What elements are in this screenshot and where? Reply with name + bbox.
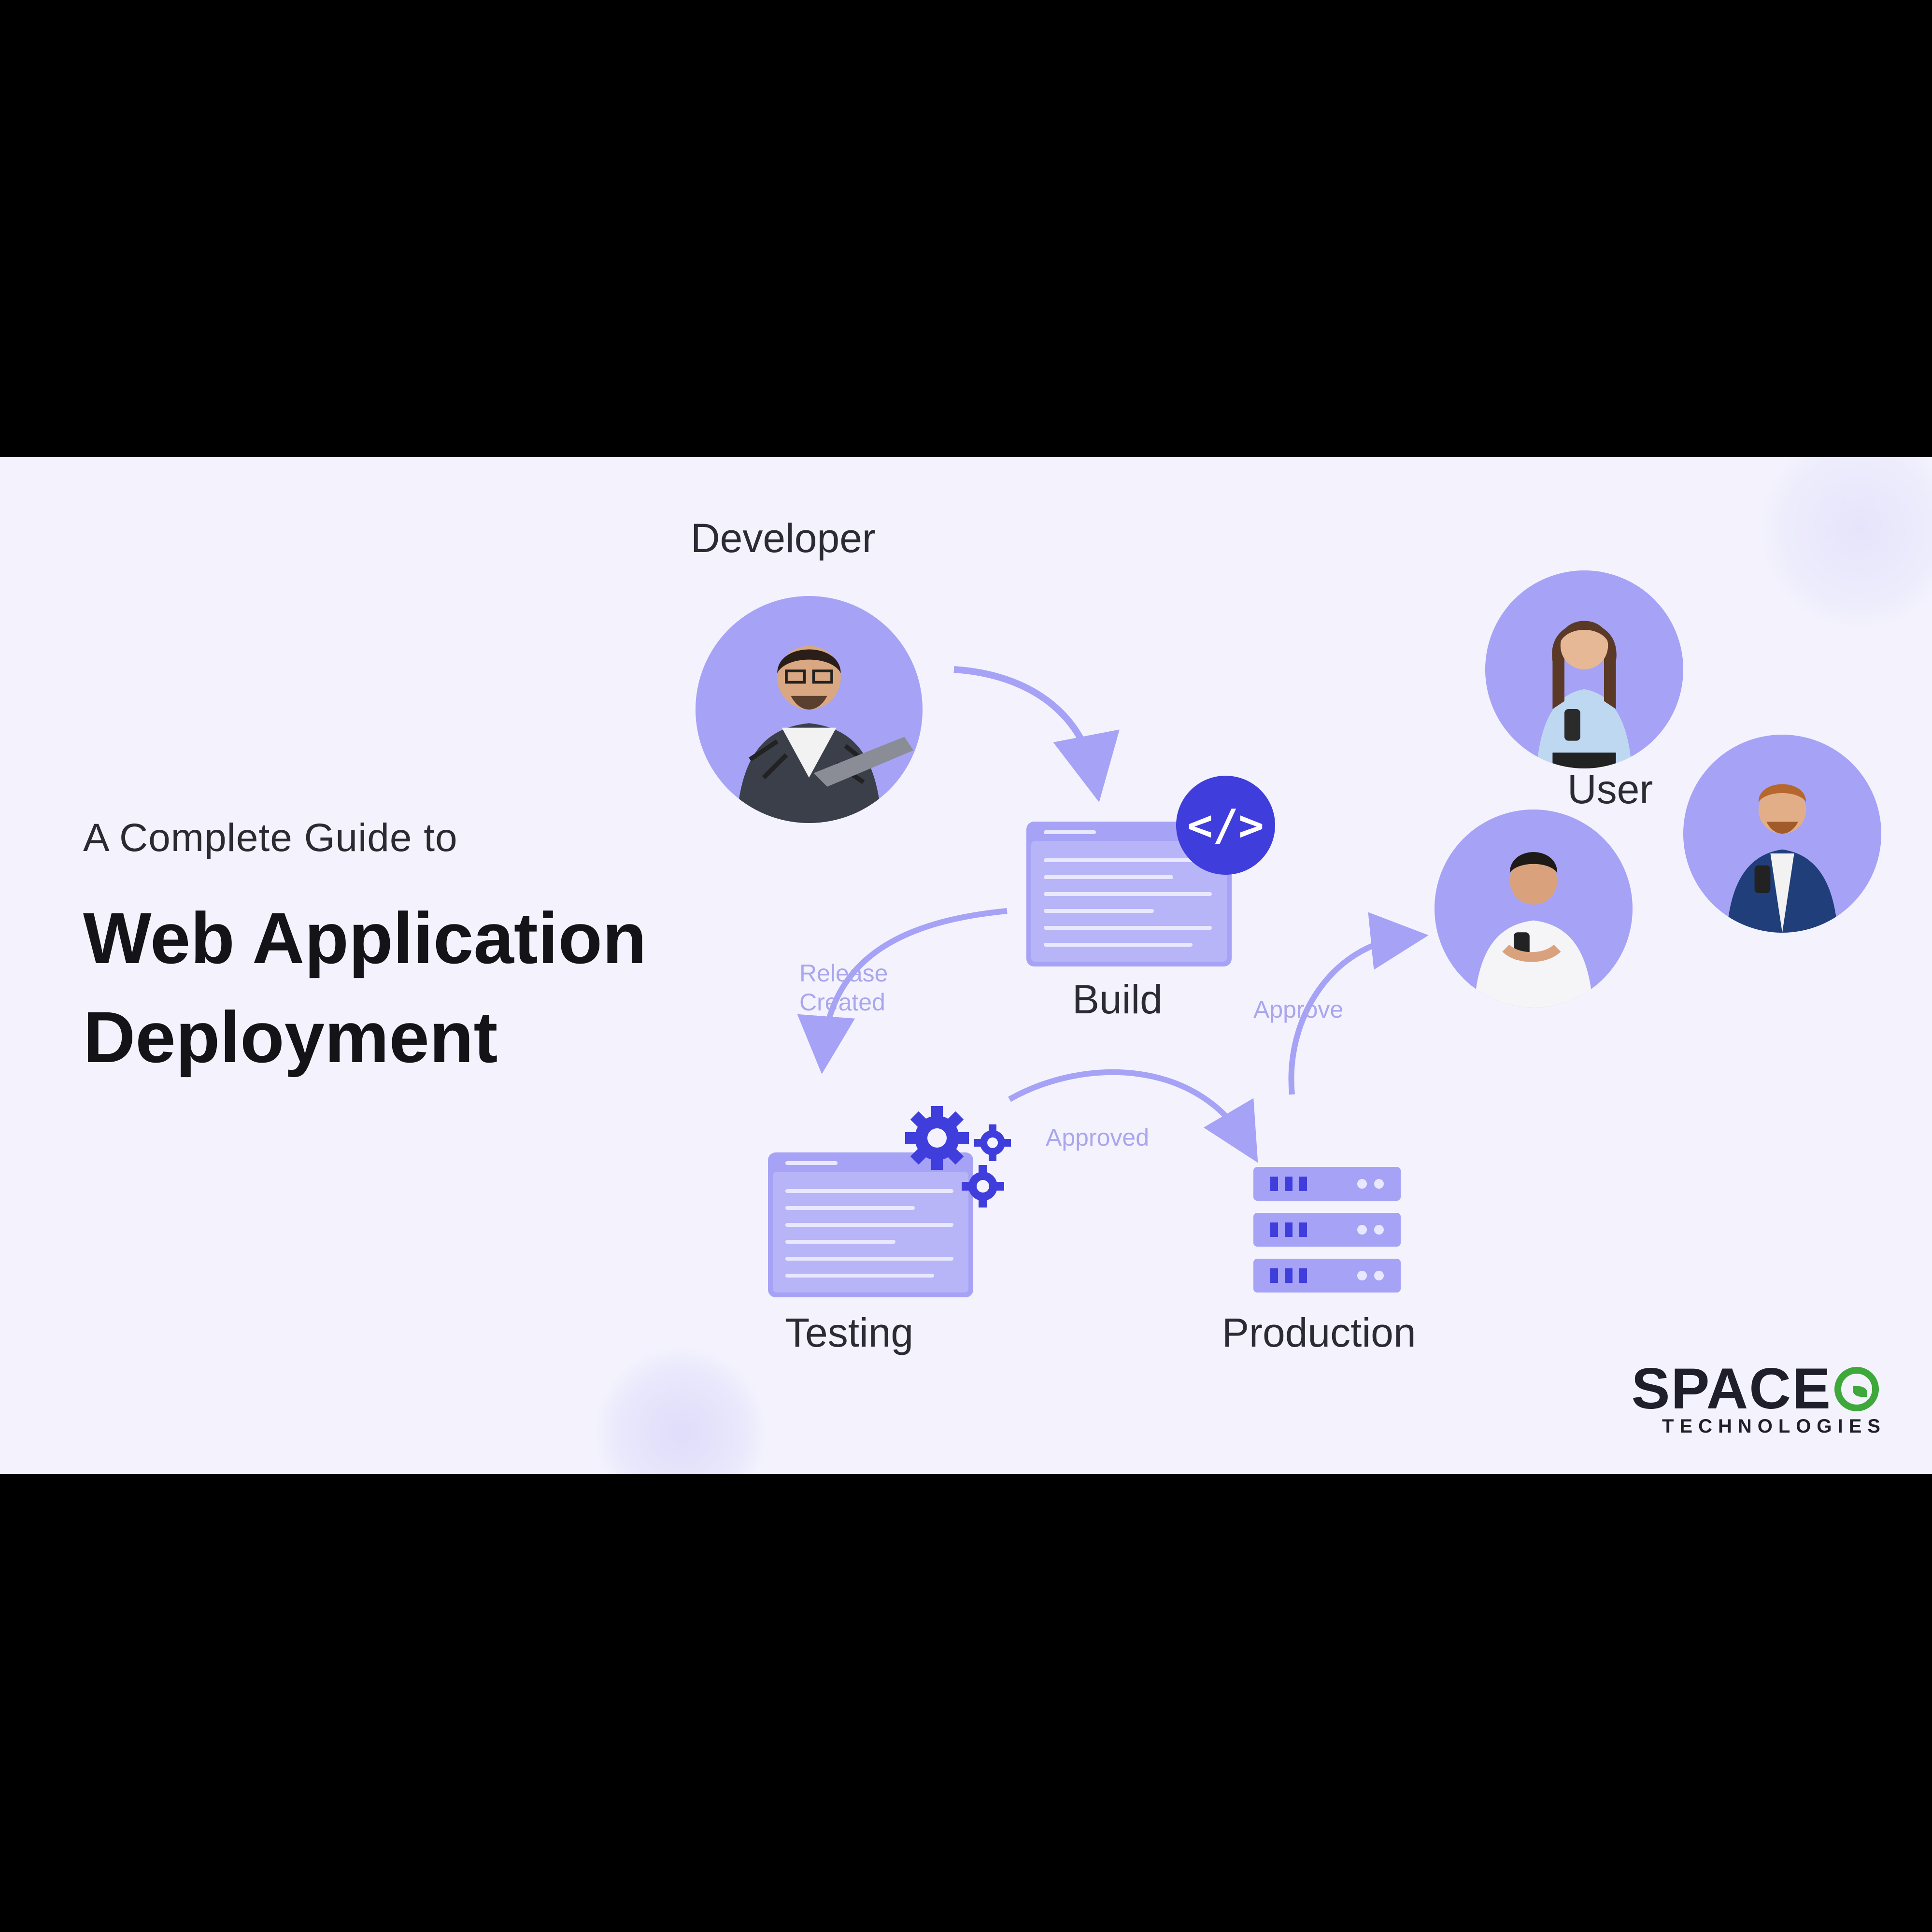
arrow-production-to-user — [1288, 912, 1429, 1095]
arrow-label-release: Release — [799, 960, 888, 987]
user-avatar-man-white-shirt — [1435, 810, 1633, 1008]
gears-icon — [903, 1104, 1019, 1220]
arrow-label-created: Created — [799, 989, 885, 1016]
developer-avatar — [696, 596, 923, 823]
diagram-banner: A Complete Guide to Web Application Depl… — [0, 457, 1932, 1474]
node-label-build: Build — [1072, 977, 1163, 1022]
arrow-label-approved: Approved — [1046, 1124, 1150, 1151]
testing-window-icon — [768, 1152, 973, 1297]
subtitle: A Complete Guide to — [83, 816, 458, 860]
user-avatar-man-blue-jacket — [1683, 735, 1881, 933]
page-title-line2: Deployment — [83, 996, 498, 1078]
node-label-production: Production — [1222, 1310, 1416, 1355]
server-rack-icon — [1253, 1167, 1401, 1297]
arrow-developer-to-build — [953, 666, 1120, 802]
code-badge-icon: </> — [1176, 776, 1275, 875]
build-window-icon — [1026, 822, 1232, 966]
code-badge-symbol: </> — [1187, 800, 1264, 850]
logo-name: SPACE — [1631, 1356, 1832, 1421]
logo-tagline: TECHNOLOGIES — [1662, 1416, 1886, 1437]
node-label-testing: Testing — [785, 1310, 914, 1355]
page-title-line1: Web Application — [83, 897, 647, 979]
arrow-label-approve: Approve — [1253, 996, 1344, 1023]
company-logo: SPACE — [1631, 1355, 1879, 1422]
node-label-developer: Developer — [691, 515, 876, 561]
flow-arrows — [797, 666, 1429, 1163]
arrow-testing-to-production — [1008, 1069, 1258, 1163]
arrow-build-to-testing — [797, 908, 1008, 1074]
node-label-user: User — [1567, 767, 1653, 812]
user-avatar-woman — [1485, 570, 1683, 768]
logo-leaf-icon — [1834, 1367, 1879, 1411]
